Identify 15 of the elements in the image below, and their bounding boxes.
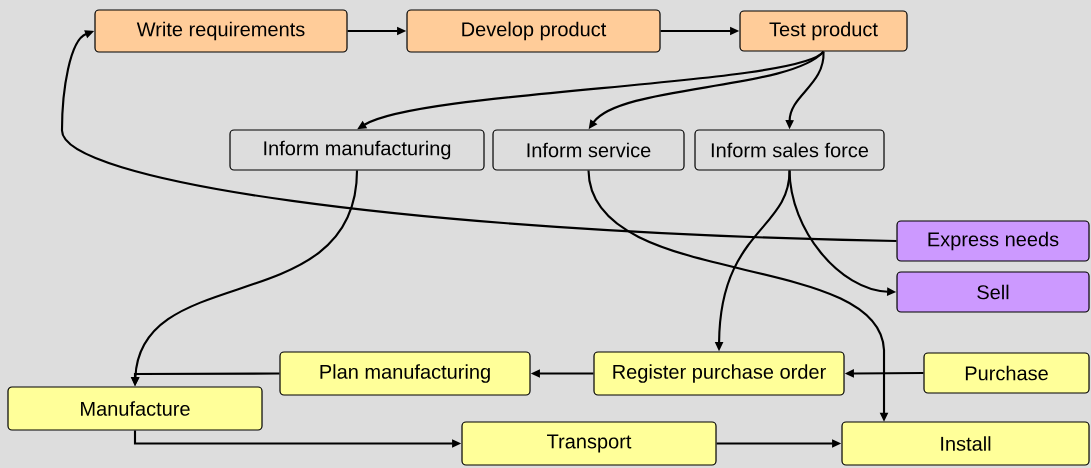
process-box: Plan manufacturing (279, 351, 531, 396)
process-box: Express needs (896, 220, 1090, 262)
process-box: Register purchase order (593, 351, 845, 396)
process-box: Inform manufacturing (229, 129, 485, 171)
arrow (60, 30, 897, 243)
process-box: Install (841, 421, 1090, 466)
process-box: Transport (461, 421, 717, 466)
process-box: Sell (896, 271, 1090, 313)
process-box: Purchase (923, 352, 1090, 394)
process-box: Inform sales force (694, 129, 885, 171)
process-box: Manufacture (7, 386, 263, 431)
process-box: Write requirements (94, 9, 348, 53)
process-box: Develop product (406, 9, 661, 53)
process-box: Inform service (492, 129, 685, 171)
process-box: Test product (739, 10, 908, 52)
